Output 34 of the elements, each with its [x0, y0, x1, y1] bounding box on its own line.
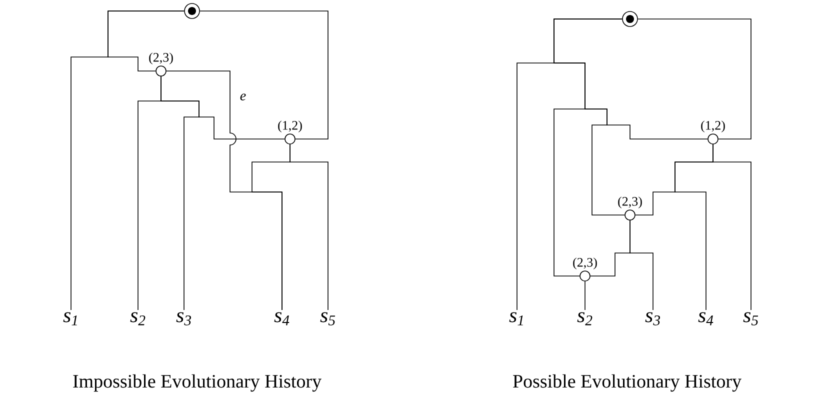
recombination-node: (2,3): [573, 258, 597, 282]
leaf-label: s$_{1}$: [509, 312, 523, 326]
leaf-label: s$_{4}$: [274, 312, 290, 326]
recombination-node: (1,2): [701, 120, 725, 144]
node-label: (1,2): [278, 120, 302, 132]
branch-line: [584, 281, 586, 310]
node-label: (2,3): [149, 52, 173, 64]
leaf-label: s$_{2}$: [130, 312, 146, 326]
branch-line: [712, 144, 752, 310]
recombination-node: (2,3): [149, 52, 173, 76]
branch-line: [200, 10, 328, 140]
leaf-label: s$_{5}$: [320, 312, 336, 326]
root-node: [622, 11, 638, 27]
branch-line: [554, 18, 708, 140]
branch-line: [108, 10, 185, 72]
leaf-label: s$_{5}$: [743, 312, 758, 326]
recombination-node: (2,3): [618, 196, 642, 220]
branch-line: [590, 220, 630, 276]
node-label: (1,2): [701, 120, 725, 132]
node-label: (2,3): [618, 196, 642, 208]
recombination-node: (1,2): [278, 120, 302, 144]
leaf-label: s$_{3}$: [176, 312, 191, 326]
figure-caption: Impossible Evolutionary History: [73, 374, 322, 392]
node-label: (2,3): [573, 258, 597, 270]
branch-line: [160, 76, 285, 140]
leaf-label: s$_{1}$: [63, 312, 77, 326]
branch-line: [638, 18, 752, 140]
leaf-label: s$_{2}$: [577, 312, 592, 326]
leaf-label: s$_{3}$: [645, 312, 660, 326]
root-node: [184, 3, 200, 19]
leaf-label: s$_{4}$: [698, 312, 714, 326]
figure-caption: Possible Evolutionary History: [513, 374, 742, 392]
edge-label: e: [240, 94, 246, 100]
branch-line: [290, 144, 328, 310]
